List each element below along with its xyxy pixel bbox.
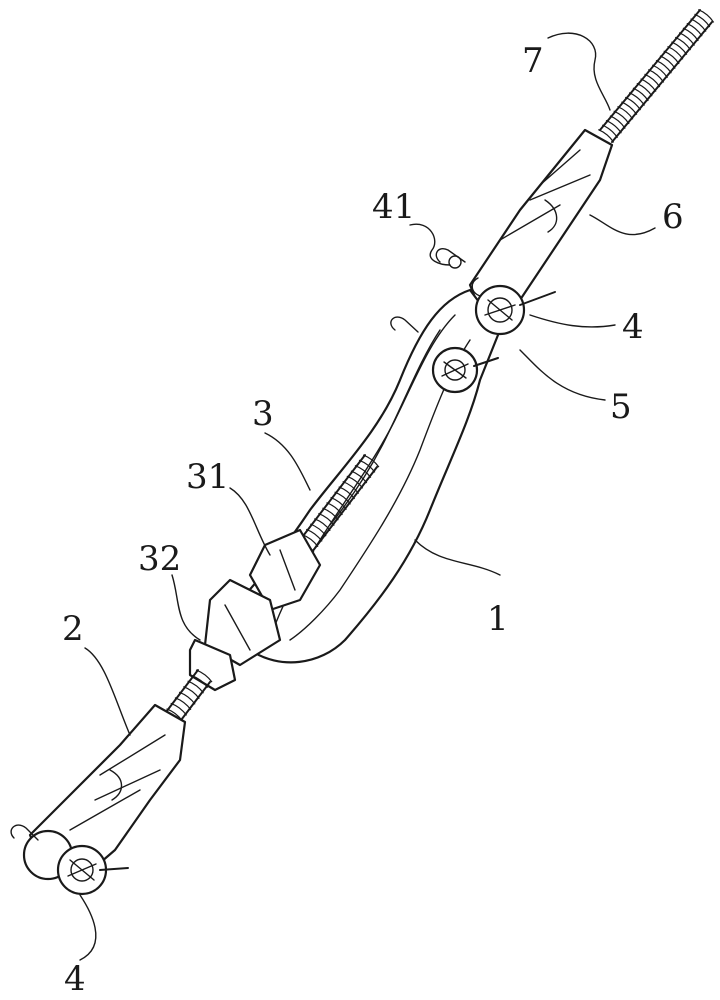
thread-ridge	[633, 88, 648, 101]
thread-ridge	[179, 692, 195, 704]
label-6: 6	[662, 197, 684, 237]
label-4-top: 4	[622, 307, 644, 347]
top-threaded-rod	[598, 10, 713, 143]
thread-ridge	[618, 107, 633, 120]
thread-ridge	[175, 698, 191, 710]
thread-ridge	[660, 56, 675, 69]
thread-ridge	[606, 120, 621, 133]
label-7: 7	[522, 41, 544, 81]
thread-ridge	[668, 47, 683, 60]
label-32: 32	[138, 539, 181, 579]
thread-ridge	[698, 10, 713, 23]
label-41: 41	[372, 187, 415, 227]
thread-ridge	[171, 703, 187, 715]
label-31: 31	[186, 457, 229, 497]
thread-ridge	[625, 97, 640, 110]
label-3: 3	[252, 394, 274, 434]
thread-ridge	[183, 687, 199, 699]
thread-ridge	[683, 28, 698, 41]
label-1: 1	[487, 599, 509, 639]
thread-ridge	[656, 60, 671, 73]
top-clevis-fitting	[470, 130, 612, 310]
label-2: 2	[62, 609, 84, 649]
thread-ridge	[610, 116, 625, 129]
label-5: 5	[610, 387, 632, 427]
label-4-bottom: 4	[64, 959, 86, 999]
thread-ridge	[675, 37, 690, 50]
